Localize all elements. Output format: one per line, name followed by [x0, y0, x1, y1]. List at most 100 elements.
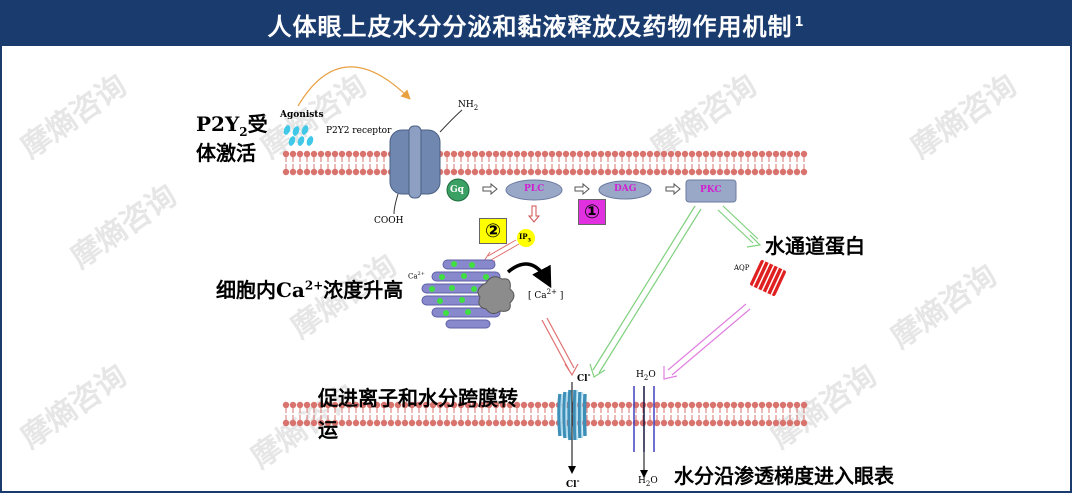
- lipid-head: [569, 168, 577, 176]
- lipid-head: [457, 168, 465, 176]
- lipid-head: [590, 401, 598, 409]
- calcium-release-arrow: [506, 262, 552, 289]
- lipid-head: [751, 401, 759, 409]
- lipid-head: [289, 150, 297, 158]
- lipid-head: [667, 150, 675, 158]
- lipid-head: [758, 168, 766, 176]
- lipid-head: [618, 419, 626, 427]
- lipid-head: [702, 401, 710, 409]
- ion-transport-label: 促进离子和水分跨膜转: [318, 386, 518, 410]
- lipid-head: [408, 419, 416, 427]
- water-top-label: H2O: [636, 370, 656, 382]
- lipid-head: [513, 168, 521, 176]
- lipid-head: [394, 401, 402, 409]
- lipid-head: [786, 150, 794, 158]
- lipid-head: [296, 150, 304, 158]
- lipid-head: [737, 419, 745, 427]
- calcium-release-complex: [477, 276, 515, 315]
- lipid-head: [317, 401, 325, 409]
- lipid-head: [352, 150, 360, 158]
- lipid-head: [695, 401, 703, 409]
- lipid-head: [555, 168, 563, 176]
- p2y2-subscript: 2: [239, 125, 248, 139]
- title-footnote: 1: [794, 14, 805, 30]
- nh2-text: NH: [458, 100, 474, 110]
- lipid-head: [611, 168, 619, 176]
- aqp-protein: [750, 260, 786, 296]
- lipid-head: [492, 401, 500, 409]
- water-into-eye-label: 水分沿渗透梯度进入眼表: [674, 464, 894, 488]
- lipid-head: [639, 168, 647, 176]
- lipid-head: [583, 168, 591, 176]
- lipid-head: [660, 150, 668, 158]
- lipid-head: [541, 168, 549, 176]
- lipid-head: [345, 150, 353, 158]
- agonists-label: Agonists: [280, 110, 324, 120]
- lipid-head: [471, 419, 479, 427]
- lipid-head: [695, 150, 703, 158]
- lipid-head: [415, 401, 423, 409]
- lipid-head: [597, 401, 605, 409]
- lipid-head: [457, 419, 465, 427]
- lipid-head: [660, 401, 668, 409]
- lipid-head: [793, 401, 801, 409]
- lipid-head: [548, 168, 556, 176]
- lipid-head: [282, 150, 290, 158]
- lipid-head: [611, 419, 619, 427]
- lipid-head: [485, 150, 493, 158]
- lipid-head: [464, 150, 472, 158]
- lipid-head: [373, 401, 381, 409]
- lipid-head: [352, 168, 360, 176]
- lipid-head: [597, 168, 605, 176]
- plc-ip3-arrow: [527, 205, 541, 223]
- lipid-head: [604, 401, 612, 409]
- lipid-head: [366, 419, 374, 427]
- lipid-head: [380, 168, 388, 176]
- lipid-head: [478, 419, 486, 427]
- lipid-head: [387, 401, 395, 409]
- lipid-head: [716, 419, 724, 427]
- lipid-head: [765, 150, 773, 158]
- er-calcium-dots: [429, 261, 489, 316]
- lipid-head: [751, 419, 759, 427]
- lipid-head: [590, 419, 598, 427]
- cytosolic-calcium-sup: 2+: [546, 288, 557, 296]
- lipid-head: [310, 401, 318, 409]
- lipid-head: [618, 401, 626, 409]
- lipid-head: [373, 419, 381, 427]
- lipid-head: [625, 150, 633, 158]
- ion-transport-label-line2: 运: [318, 418, 338, 442]
- calcium-rise-sup: 2+: [304, 278, 324, 293]
- lipid-head: [646, 419, 654, 427]
- water-top-text: H: [636, 370, 644, 380]
- lipid-head: [744, 150, 752, 158]
- lipid-head: [800, 401, 808, 409]
- lipid-head: [730, 419, 738, 427]
- calcium-rise-label: 细胞内Ca2+浓度升高: [216, 274, 403, 303]
- water-bottom-label: H2O: [638, 476, 658, 488]
- lipid-head: [723, 150, 731, 158]
- lipid-head: [632, 150, 640, 158]
- lipid-head: [639, 401, 647, 409]
- lipid-head: [674, 419, 682, 427]
- lipid-head: [639, 150, 647, 158]
- lipid-head: [345, 168, 353, 176]
- water-bottom-text: H: [638, 476, 646, 486]
- lipid-head: [282, 419, 290, 427]
- lipid-head: [653, 150, 661, 158]
- lipid-head: [660, 419, 668, 427]
- er-calcium-sup: 2+: [417, 271, 425, 277]
- lipid-head: [310, 168, 318, 176]
- lipid-head: [450, 419, 458, 427]
- lipid-head: [324, 419, 332, 427]
- lipid-head: [646, 168, 654, 176]
- lipid-head: [786, 168, 794, 176]
- lipid-head: [394, 419, 402, 427]
- lipid-head: [450, 168, 458, 176]
- lipid-head: [443, 401, 451, 409]
- lipid-head: [380, 150, 388, 158]
- lipid-head: [709, 168, 717, 176]
- lipid-head: [324, 401, 332, 409]
